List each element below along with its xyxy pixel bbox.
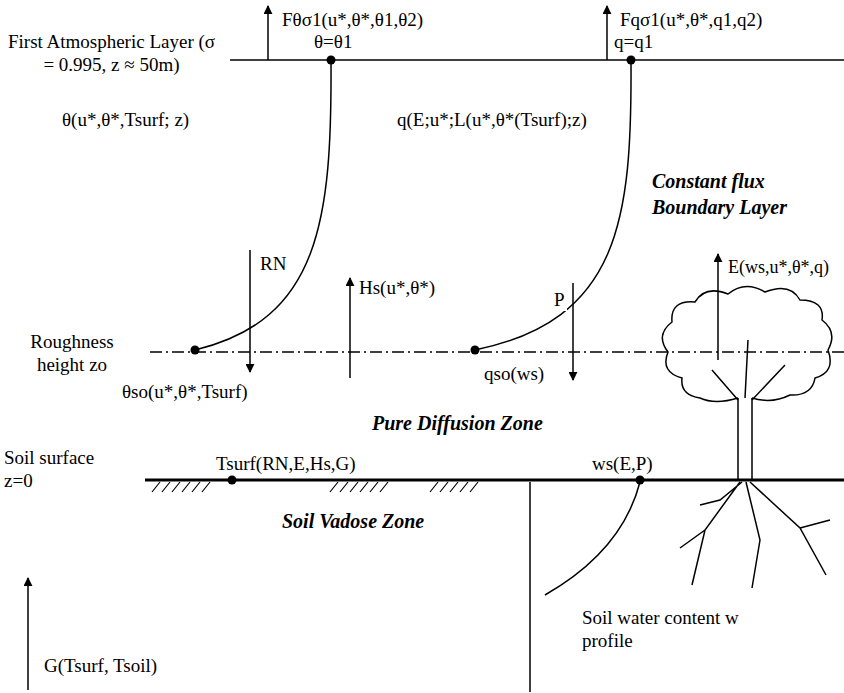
- level-label: Soil surface z=0: [2, 446, 116, 492]
- radiation-arrow: [249, 250, 251, 372]
- variable-label: qso(ws): [482, 362, 546, 385]
- variable-label: θ=θ1: [312, 30, 354, 53]
- q-profile: [475, 60, 631, 350]
- layer-label: First Atmospheric Layer (σ = 0.995, z ≈ …: [2, 30, 221, 76]
- flux-label: Fqσ1(u*,θ*,q1,q2): [618, 8, 764, 31]
- zone-label: Pure Diffusion Zone: [370, 410, 545, 436]
- flux-label: Fθσ1(u*,θ*,θ1,θ2): [280, 8, 425, 31]
- heat-flux-arrow: [349, 278, 351, 378]
- zone-label: Constant flux Boundary Layer: [650, 168, 839, 220]
- soil-water-profile: [545, 482, 640, 595]
- precipitation-arrow: [572, 283, 574, 380]
- evaporation-arrow: [717, 254, 719, 360]
- profile-label: θ(u*,θ*,Tsurf; z): [60, 108, 191, 131]
- theta-profile: [195, 60, 331, 350]
- layer-line: [230, 59, 844, 61]
- flux-label: P: [552, 288, 567, 311]
- flux-label: RN: [258, 252, 288, 275]
- variable-label: Tsurf(RN,E,Hs,G): [214, 452, 358, 475]
- profile-axis: [529, 482, 531, 692]
- flux-arrow: [606, 6, 608, 60]
- variable-label: ws(E,P): [590, 452, 655, 475]
- profile-label: Soil water content w profile: [580, 606, 789, 652]
- flux-label: G(Tsurf, Tsoil): [42, 654, 159, 677]
- flux-arrow: [267, 6, 269, 60]
- profile-label: q(E;u*;L(u*,θ*(Tsurf);z): [395, 108, 589, 131]
- variable-label: θso(u*,θ*,Tsurf): [120, 380, 250, 403]
- soil-surface-line: [145, 479, 844, 482]
- soil-hatching: [152, 482, 478, 492]
- zone-label: Soil Vadose Zone: [280, 508, 426, 534]
- state-dots: [191, 56, 645, 485]
- flux-label: Hs(u*,θ*): [357, 276, 437, 299]
- flux-label: E(ws,u*,θ*,q): [726, 256, 831, 279]
- ground-flux-arrow: [27, 578, 29, 690]
- roughness-line: [150, 351, 844, 353]
- level-label: Roughness height zo: [10, 330, 134, 376]
- variable-label: q=q1: [612, 30, 655, 53]
- tree-drawing: [662, 286, 831, 588]
